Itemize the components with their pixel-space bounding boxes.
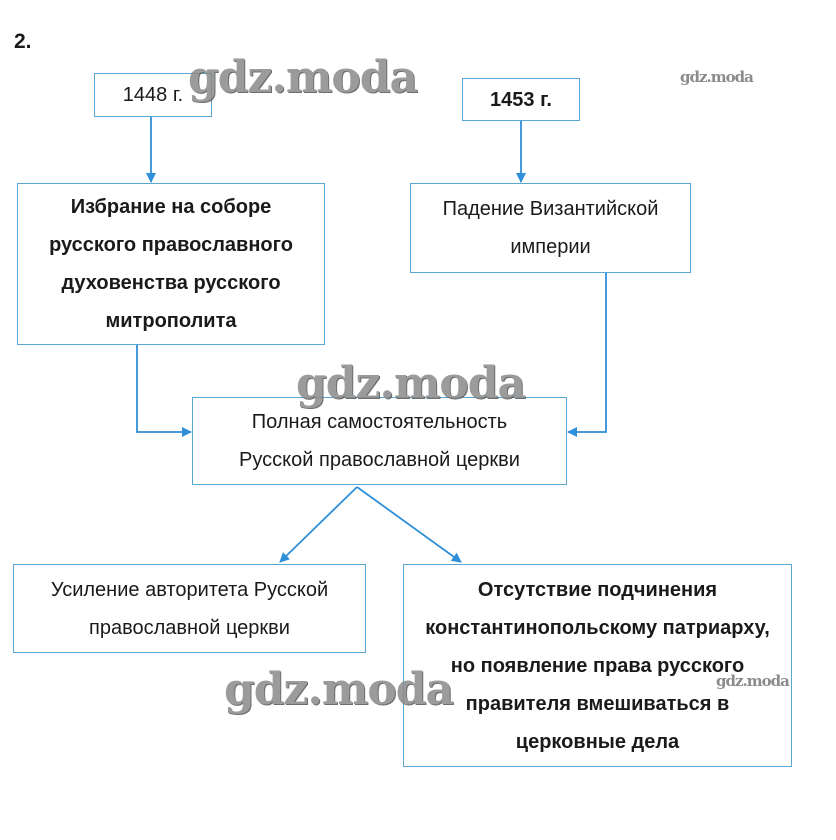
box-authority: Усиление авторитета Русской православной…: [13, 564, 366, 653]
arrow-election-to-independence: [136, 345, 192, 437]
box-year-1453: 1453 г.: [462, 78, 580, 121]
task-number: 2.: [14, 30, 32, 53]
box-independence: Полная самостоятельность Русской правосл…: [192, 397, 567, 485]
arrow-to-no-subordination: [356, 486, 462, 563]
arrow-fall-to-independence: [567, 273, 607, 437]
arrow-to-authority: [279, 486, 358, 563]
box-fall-byzantium: Падение Византийской империи: [410, 183, 691, 273]
box-year-1448: 1448 г.: [94, 73, 212, 117]
box-no-subordination: Отсутствие подчинения константинопольско…: [403, 564, 792, 767]
box-election: Избрание на соборе русского православног…: [17, 183, 325, 345]
